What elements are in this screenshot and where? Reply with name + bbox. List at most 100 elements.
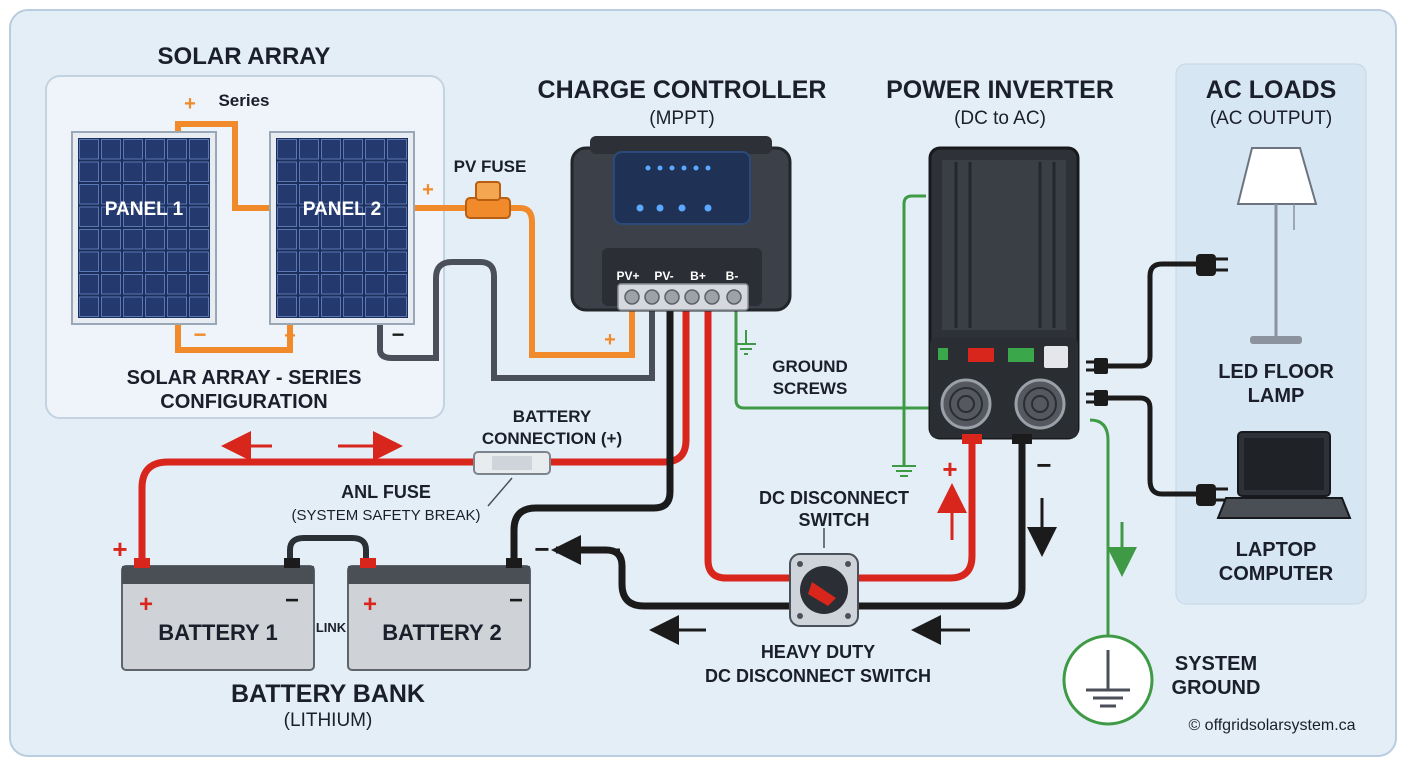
charge-controller-subtitle: (MPPT): [649, 108, 714, 129]
solar-cell: [123, 229, 143, 250]
battery-bank-subtitle: (LITHIUM): [284, 710, 373, 731]
solar-cell: [189, 161, 209, 182]
solar-cell: [189, 296, 209, 317]
solar-cell: [79, 251, 99, 272]
panel-1-label: PANEL 1: [105, 199, 184, 220]
solar-cell: [299, 184, 319, 205]
solar-cell: [167, 161, 187, 182]
solar-cell: [343, 296, 363, 317]
ac-loads-title: AC LOADS: [1206, 76, 1337, 104]
solar-cell: [277, 296, 297, 317]
solar-cell: [277, 229, 297, 250]
solar-cell: [277, 274, 297, 295]
solar-cell: [101, 206, 121, 227]
solar-cell: [167, 251, 187, 272]
panel-2-minus-mark: −: [392, 322, 405, 347]
solar-cell: [79, 206, 99, 227]
solar-array-caption-line2: CONFIGURATION: [160, 391, 327, 413]
series-link-wire-top: [175, 121, 270, 211]
solar-cell: [299, 229, 319, 250]
panel-1: [71, 131, 217, 325]
solar-cell: [79, 161, 99, 182]
switch-to-inverter-positive: [858, 440, 976, 582]
solar-cell: [299, 206, 319, 227]
solar-cell: [343, 274, 363, 295]
solar-cell: [387, 161, 407, 182]
solar-cell: [189, 184, 209, 205]
pv-input-plus-mark: +: [604, 329, 616, 351]
dc-switch-top-line2: SWITCH: [799, 510, 870, 530]
solar-cell: [321, 274, 341, 295]
pv-fuse-label: PV FUSE: [454, 157, 527, 176]
solar-cell: [277, 139, 297, 160]
battery-2: [347, 558, 531, 671]
solar-cell: [145, 161, 165, 182]
solar-cell: [167, 206, 187, 227]
solar-cell: [321, 139, 341, 160]
series-link-wire-bottom: [175, 322, 293, 353]
ac-loads-box: [1175, 63, 1367, 605]
battery-link-label: LINK: [316, 620, 347, 635]
solar-cell: [101, 229, 121, 250]
solar-cell: [277, 251, 297, 272]
solar-cell: [101, 251, 121, 272]
ground-symbol-inverter: [892, 465, 916, 477]
bank-plus-mark: +: [112, 534, 127, 564]
ac-loads-subtitle: (AC OUTPUT): [1210, 108, 1332, 129]
terminal-pv-negative: PV-: [654, 269, 673, 283]
solar-cell: [189, 274, 209, 295]
panel-1-minus-mark: −: [194, 322, 207, 347]
solar-cell: [343, 229, 363, 250]
laptop-cord: [1106, 395, 1196, 497]
solar-cell: [321, 229, 341, 250]
solar-cell: [299, 139, 319, 160]
ground-screws-line2: SCREWS: [773, 379, 848, 398]
pv-positive-wire-b: [508, 205, 635, 358]
solar-cell: [123, 206, 143, 227]
battery-2-label: BATTERY 2: [382, 620, 501, 645]
dc-switch-bottom-line1: HEAVY DUTY: [761, 642, 875, 662]
laptop-icon: [1216, 431, 1352, 519]
system-ground-line2: GROUND: [1172, 677, 1261, 699]
solar-cell: [299, 274, 319, 295]
solar-cell: [189, 139, 209, 160]
solar-cell: [321, 184, 341, 205]
solar-cell: [321, 161, 341, 182]
solar-cell: [79, 296, 99, 317]
solar-cell: [299, 296, 319, 317]
lamp-cord: [1106, 261, 1196, 369]
solar-cell: [343, 251, 363, 272]
solar-cell: [167, 229, 187, 250]
solar-cell: [189, 251, 209, 272]
laptop-label-line2: COMPUTER: [1219, 563, 1334, 585]
solar-cell: [365, 184, 385, 205]
solar-cell: [123, 139, 143, 160]
battery-1-minus-mark: −: [285, 587, 299, 614]
solar-cell: [79, 184, 99, 205]
solar-cell: [189, 229, 209, 250]
solar-cell: [145, 296, 165, 317]
solar-cell: [123, 184, 143, 205]
dc-switch-top-line1: DC DISCONNECT: [759, 488, 909, 508]
inverter-negative-wire: [858, 440, 1026, 610]
solar-cell: [167, 296, 187, 317]
ground-wire-inverter-chassis: [902, 194, 926, 466]
solar-cell: [365, 139, 385, 160]
solar-cell: [365, 274, 385, 295]
dc-disconnect-switch: [789, 553, 859, 627]
power-inverter: [928, 146, 1080, 444]
solar-cell: [277, 161, 297, 182]
battery-1-label: BATTERY 1: [158, 620, 277, 645]
ground-symbol-controller: [736, 330, 756, 355]
anl-fuse-title: ANL FUSE: [341, 482, 431, 502]
solar-cell: [299, 161, 319, 182]
lamp-label-line1: LED FLOOR: [1218, 361, 1334, 383]
controller-to-switch-wire: [704, 300, 790, 582]
battery-1-plus-mark: +: [139, 591, 153, 618]
solar-cell: [101, 139, 121, 160]
solar-cell: [189, 206, 209, 227]
inverter-title: POWER INVERTER: [886, 76, 1114, 104]
panel-2-plus-mark: +: [422, 179, 434, 201]
panel-1-plus-mark: +: [184, 93, 196, 115]
solar-cell: [145, 206, 165, 227]
